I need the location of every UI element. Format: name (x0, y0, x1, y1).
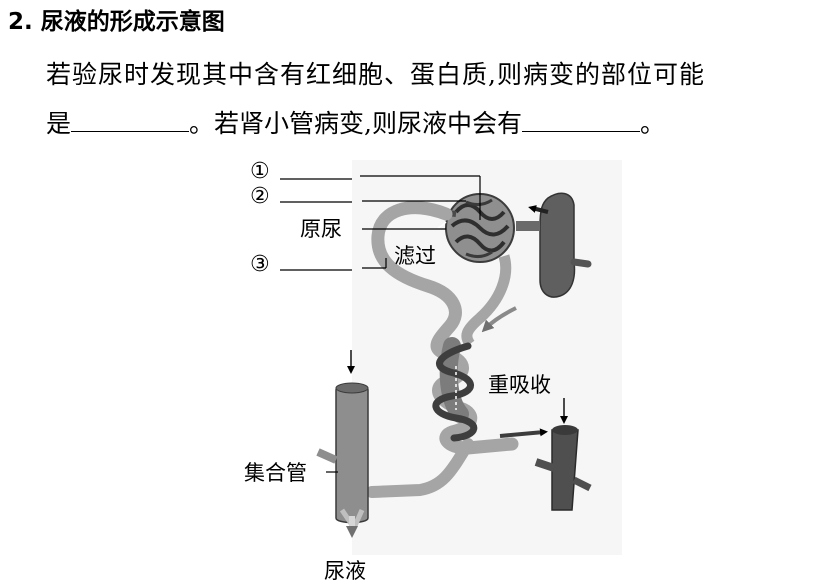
question-title-text: 尿液的形成示意图 (40, 9, 225, 35)
answer-blank-2[interactable] (521, 105, 640, 132)
question-title: 2. 尿液的形成示意图 (8, 2, 225, 36)
question-number: 2 (8, 9, 25, 35)
renal-vessel-lower (499, 425, 592, 511)
peritubular-capillary (432, 342, 478, 442)
question-line-2: 是 。若肾小管病变,则尿液中会有 。 (46, 104, 665, 140)
figure-blanks[interactable] (280, 178, 352, 271)
question-line-1: 若验尿时发现其中含有红细胞、蛋白质,则病变的部位可能 (46, 60, 705, 89)
label-mark-2: ② (250, 184, 270, 209)
renal-vessel-upper (516, 192, 592, 298)
label-urine: 尿液 (324, 559, 366, 583)
question-number-suffix: . (24, 9, 33, 35)
collecting-duct (316, 382, 369, 538)
line2-text-c: 。 (639, 109, 665, 138)
flow-arrow (481, 306, 517, 333)
label-mark-1: ① (250, 159, 270, 184)
line2-text-a: 是 (46, 109, 72, 138)
label-primary-urine: 原尿 (300, 217, 342, 241)
label-collecting-duct: 集合管 (244, 461, 307, 485)
line2-text-b: 。若肾小管病变,则尿液中会有 (189, 109, 522, 138)
leader-lines (326, 175, 481, 473)
label-filtration: 滤过 (394, 244, 436, 268)
label-mark-3: ③ (250, 252, 270, 277)
answer-blank-1[interactable] (71, 105, 190, 132)
label-reabsorption: 重吸收 (488, 373, 551, 397)
